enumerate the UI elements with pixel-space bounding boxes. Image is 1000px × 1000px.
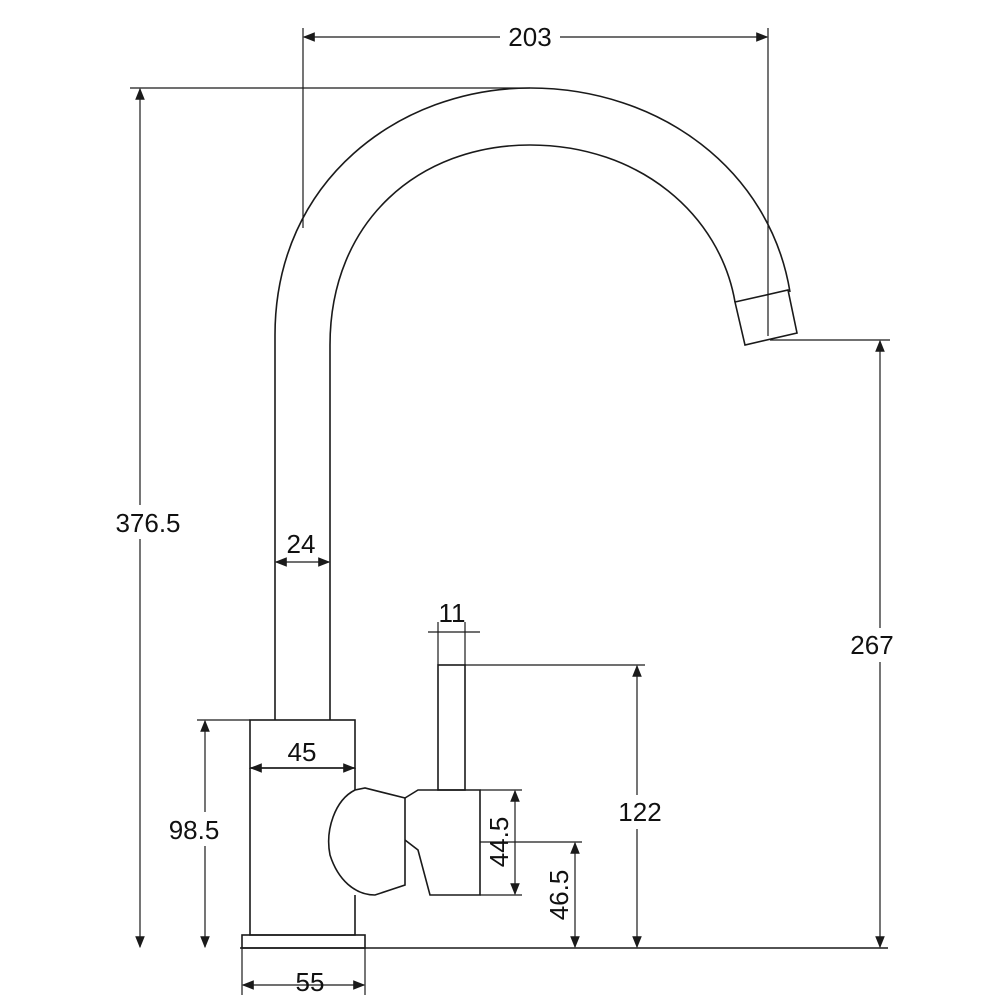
dim-body-height: 98.5 [169,815,220,845]
faucet-outline [240,87,888,949]
dim-spout-outlet-height: 267 [850,630,893,660]
dim-handle-block-height: 44.5 [484,817,514,868]
dim-lever-height: 122 [618,797,661,827]
dim-lever-diameter: 11 [439,598,466,628]
dim-base-diameter: 55 [296,967,325,997]
dim-spout-reach: 203 [508,22,551,52]
dim-body-diameter: 45 [288,737,317,767]
dim-neck-diameter: 24 [287,529,316,559]
handle-block [404,789,481,896]
dim-handle-center-height: 46.5 [544,870,574,921]
spout-tip [734,289,798,346]
spout-outer [274,87,791,720]
spout-inner [329,144,736,720]
base [241,934,366,949]
handle-hub [328,787,406,896]
lever [437,664,466,791]
body [249,768,356,936]
dim-total-height: 376.5 [115,508,180,538]
